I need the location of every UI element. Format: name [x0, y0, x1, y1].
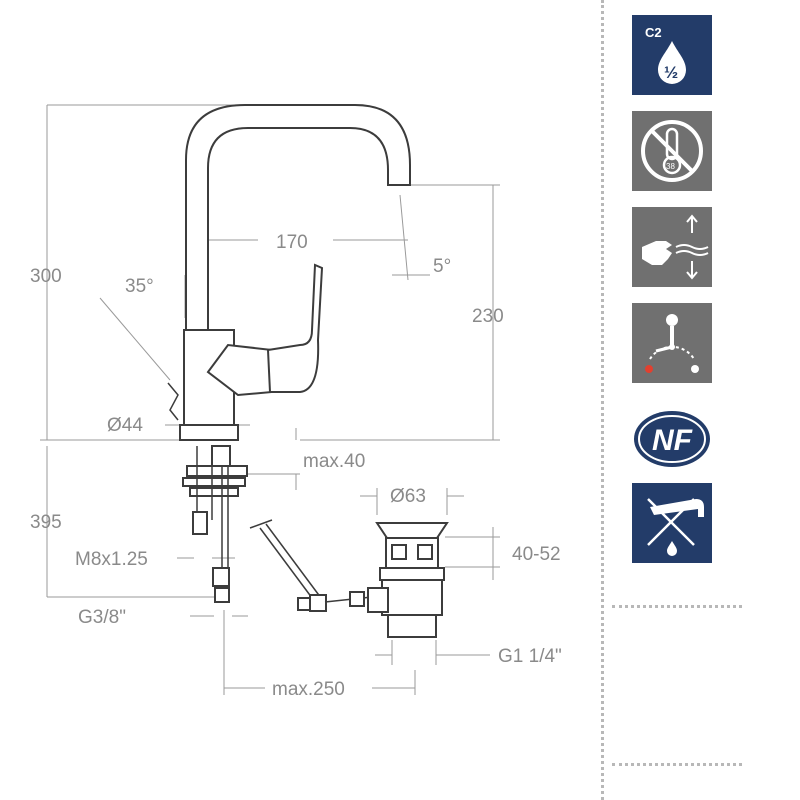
no-pull-out-graphic — [647, 498, 704, 556]
dim-deck-thickness: max.40 — [303, 451, 365, 472]
faucet-technical-drawing: 300 35° 170 5° 230 Ø44 max.40 Ø63 395 40… — [30, 104, 562, 700]
faucet-lever-grip — [266, 263, 324, 393]
waste-drain — [367, 522, 449, 638]
dim-hose-thread: G3/8" — [78, 607, 126, 628]
dim-spout-reach: 170 — [276, 232, 308, 253]
waste-cap — [375, 522, 449, 539]
dim-waste-diameter: Ø63 — [390, 486, 426, 507]
nf-certification-icon: NF — [632, 399, 712, 479]
popup-rod — [249, 519, 373, 612]
water-saving-c2-icon: C2 ½ — [632, 15, 712, 95]
faucet-base — [179, 424, 239, 441]
c2-label: C2 — [645, 25, 662, 40]
cold-start-graphic — [645, 314, 699, 373]
no-thermostat-graphic: 38 — [641, 120, 703, 182]
dim-waste-range: 40-52 — [512, 544, 561, 565]
cold-water-start-icon — [632, 303, 712, 383]
dim-rod-length: max.250 — [272, 679, 345, 700]
c2-fraction: ½ — [664, 63, 678, 82]
thermo-value: 38 — [666, 162, 675, 171]
dim-waste-thread: G1 1/4" — [498, 646, 562, 667]
nf-label: NF — [652, 424, 693, 457]
dim-height-total: 300 — [30, 266, 62, 287]
nf-graphic: NF — [634, 411, 710, 467]
horizontal-dotted-divider-bottom — [612, 763, 742, 766]
dim-spout-height: 230 — [472, 306, 504, 327]
no-pull-out-spout-icon — [632, 483, 712, 563]
faucet — [167, 104, 411, 603]
no-thermostat-icon: 38 — [632, 111, 712, 191]
horizontal-dotted-divider — [612, 605, 742, 608]
faucet-body — [183, 329, 235, 426]
faucet-spout — [185, 104, 411, 331]
dimension-labels: 300 35° 170 5° 230 Ø44 max.40 Ø63 395 40… — [30, 232, 562, 700]
hand-water-graphic — [642, 214, 709, 280]
water-saving-c2-graphic: C2 ½ — [645, 25, 686, 84]
dim-hose-length: 395 — [30, 512, 62, 533]
dim-handle-angle: 35° — [125, 276, 154, 297]
dim-base-diameter: Ø44 — [107, 415, 143, 436]
vertical-dotted-divider — [601, 0, 604, 800]
dim-spout-angle: 5° — [433, 256, 451, 277]
hand-water-temperature-icon — [632, 207, 712, 287]
dim-thread-rod: M8x1.25 — [75, 549, 148, 570]
